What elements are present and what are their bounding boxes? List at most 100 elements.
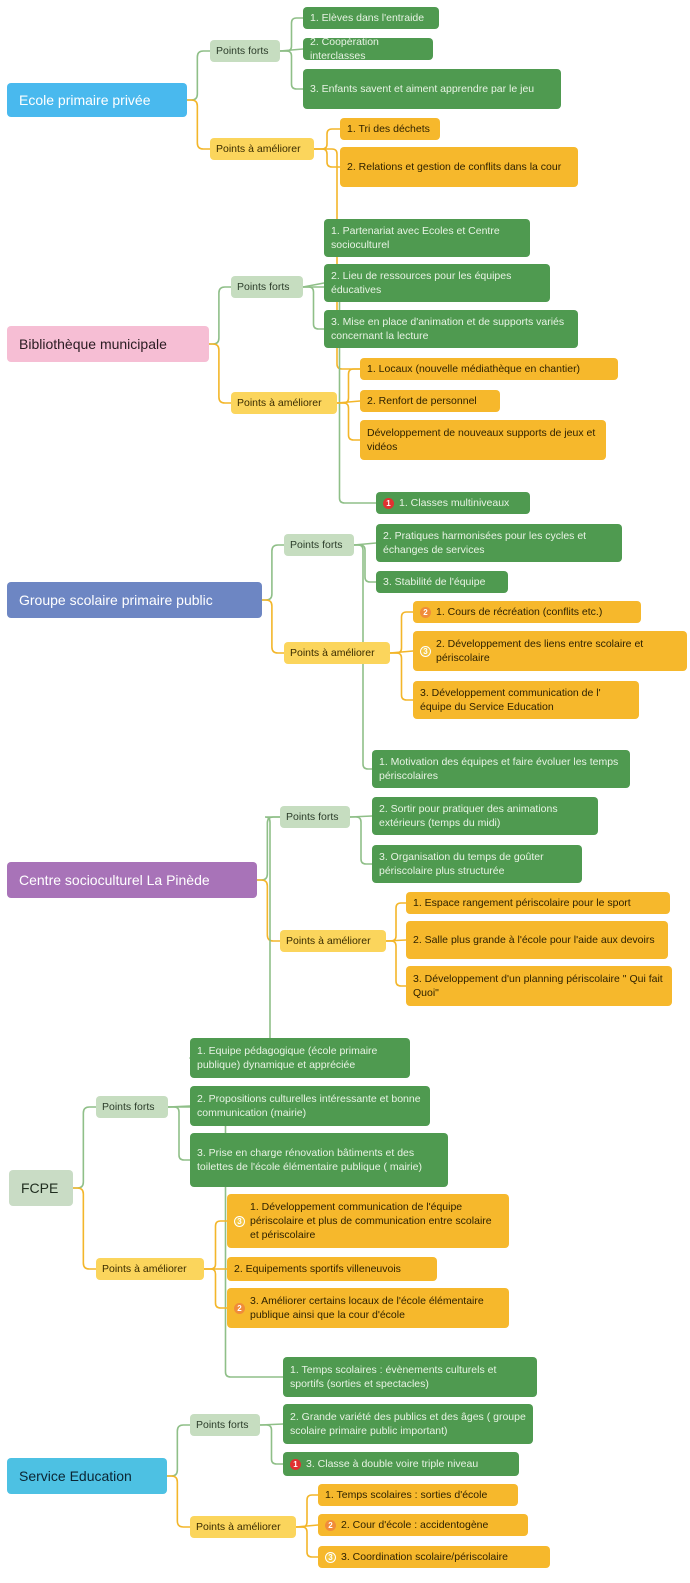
connector-line [203, 1268, 228, 1309]
connector-line [389, 652, 414, 701]
connector-line [208, 286, 232, 345]
connector-line [385, 902, 407, 942]
leaf-strength[interactable]: 1. Elèves dans l'entraide [303, 7, 439, 29]
connector-line [186, 99, 211, 150]
connector-line [166, 1424, 191, 1477]
leaf-improvement[interactable]: 2. Relations et gestion de conflits dans… [340, 147, 578, 187]
priority-badge-icon: 1 [290, 1458, 301, 1470]
leaf-strength[interactable]: 1 3. Classe à double voire triple niveau [283, 1452, 519, 1476]
leaf-strength[interactable]: 2. Grande variété des publics et des âge… [283, 1404, 533, 1444]
branch-points-forts[interactable]: Points forts [231, 276, 303, 298]
leaf-improvement[interactable]: 3 1. Développement communication de l'éq… [227, 1194, 509, 1248]
leaf-improvement[interactable]: 1. Temps scolaires : sorties d'école [318, 1484, 518, 1506]
leaf-strength[interactable]: 1. Temps scolaires : évènements culturel… [283, 1357, 537, 1397]
leaf-strength[interactable]: 1. Equipe pédagogique (école primaire pu… [190, 1038, 410, 1078]
branch-label: Points à améliorer [196, 1521, 281, 1533]
branch-points-forts[interactable]: Points forts [96, 1096, 168, 1118]
leaf-strength[interactable]: 1. Partenariat avec Ecoles et Centre soc… [324, 219, 530, 257]
leaf-strength[interactable]: 3. Enfants savent et aiment apprendre pa… [303, 69, 561, 109]
root-node-centre-socioculturel[interactable]: Centre socioculturel La Pinède [7, 862, 257, 898]
connector-line [302, 286, 325, 330]
root-label: Service Education [19, 1468, 132, 1484]
connector-line [167, 1106, 191, 1161]
leaf-strength[interactable]: 2. Lieu de ressources pour les équipes é… [324, 264, 550, 302]
leaf-strength[interactable]: 1. Motivation des équipes et faire évolu… [372, 750, 630, 788]
leaf-improvement[interactable]: 1. Locaux (nouvelle médiathèque en chant… [360, 358, 618, 380]
priority-badge-icon: 2 [325, 1519, 336, 1531]
connector-line [336, 368, 361, 404]
connector-line [72, 1187, 97, 1270]
connector-line [261, 599, 285, 654]
root-label: Groupe scolaire primaire public [19, 592, 213, 608]
leaf-improvement[interactable]: 2. Renfort de personnel [360, 390, 500, 412]
leaf-improvement[interactable]: 2. Salle plus grande à l'école pour l'ai… [406, 921, 668, 959]
branch-label: Points à améliorer [102, 1263, 187, 1275]
connector-line [208, 343, 232, 404]
connector-line [389, 611, 414, 654]
root-label: FCPE [21, 1180, 59, 1196]
leaf-improvement[interactable]: 2. Equipements sportifs villeneuvois [227, 1257, 437, 1281]
branch-points-forts[interactable]: Points forts [190, 1414, 260, 1436]
root-node-service-education[interactable]: Service Education [7, 1458, 167, 1494]
leaf-strength[interactable]: 3. Mise en place d'animation et de suppo… [324, 310, 578, 348]
leaf-strength[interactable]: 2. Coopération interclasses [303, 36, 433, 62]
connector-line [336, 402, 361, 441]
leaf-improvement[interactable]: 1. Tri des déchets [340, 118, 440, 140]
priority-badge-icon: 3 [325, 1551, 336, 1563]
connector-line [261, 544, 285, 601]
priority-badge-icon: 2 [234, 1302, 245, 1314]
connector-line [295, 1526, 319, 1558]
leaf-improvement[interactable]: 3 2. Développement des liens entre scola… [413, 631, 687, 671]
branch-points-forts[interactable]: Points forts [280, 806, 350, 828]
branch-label: Points forts [286, 811, 339, 823]
branch-points-a-ameliorer[interactable]: Points à améliorer [190, 1516, 296, 1538]
connector-line [353, 544, 377, 583]
leaf-improvement[interactable]: 2 2. Cour d'école : accidentogène [318, 1514, 528, 1536]
connector-line [385, 940, 407, 987]
root-label: Bibliothèque municipale [19, 336, 167, 352]
connector-line [313, 128, 341, 150]
leaf-improvement[interactable]: Développement de nouveaux supports de je… [360, 420, 606, 460]
branch-points-a-ameliorer[interactable]: Points à améliorer [96, 1258, 204, 1280]
branch-points-a-ameliorer[interactable]: Points à améliorer [231, 392, 337, 414]
leaf-strength[interactable]: 3. Organisation du temps de goûter péris… [372, 845, 582, 883]
root-node-bibliotheque-municipale[interactable]: Bibliothèque municipale [7, 326, 209, 362]
leaf-improvement[interactable]: 1. Espace rangement périscolaire pour le… [406, 892, 670, 914]
branch-label: Points à améliorer [286, 935, 371, 947]
branch-label: Points à améliorer [237, 397, 322, 409]
leaf-improvement[interactable]: 3. Développement d'un planning périscola… [406, 966, 672, 1006]
connector-line [259, 1424, 284, 1465]
leaf-improvement[interactable]: 3. Développement communication de l' équ… [413, 681, 639, 719]
branch-points-forts[interactable]: Points forts [284, 534, 354, 556]
branch-points-a-ameliorer[interactable]: Points à améliorer [210, 138, 314, 160]
root-label: Centre socioculturel La Pinède [19, 872, 210, 888]
root-node-ecole-primaire-privee[interactable]: Ecole primaire privée [7, 83, 187, 117]
priority-badge-icon: 3 [234, 1215, 245, 1227]
root-node-fcpe[interactable]: FCPE [9, 1170, 73, 1206]
root-node-groupe-scolaire-primaire-public[interactable]: Groupe scolaire primaire public [7, 582, 262, 618]
priority-badge-icon: 1 [383, 497, 394, 509]
leaf-strength[interactable]: 3. Prise en charge rénovation bâtiments … [190, 1133, 448, 1187]
leaf-strength[interactable]: 2. Pratiques harmonisées pour les cycles… [376, 524, 622, 562]
leaf-improvement[interactable]: 2 3. Améliorer certains locaux de l'écol… [227, 1288, 509, 1328]
connector-line [166, 1475, 191, 1528]
branch-points-a-ameliorer[interactable]: Points à améliorer [284, 642, 390, 664]
leaf-strength[interactable]: 1 1. Classes multiniveaux [376, 492, 530, 514]
leaf-strength[interactable]: 2. Propositions culturelles intéressante… [190, 1086, 430, 1126]
connector-line [256, 816, 281, 881]
connector-line [203, 1220, 228, 1270]
leaf-strength[interactable]: 2. Sortir pour pratiquer des animations … [372, 797, 598, 835]
branch-points-a-ameliorer[interactable]: Points à améliorer [280, 930, 386, 952]
leaf-strength[interactable]: 3. Stabilité de l'équipe [376, 571, 508, 593]
connector-line [279, 50, 304, 90]
leaf-improvement[interactable]: 2 1. Cours de récréation (conflits etc.) [413, 601, 641, 623]
branch-label: Points forts [290, 539, 343, 551]
branch-points-forts[interactable]: Points forts [210, 40, 280, 62]
branch-label: Points forts [237, 281, 290, 293]
connector-line [295, 1494, 319, 1528]
leaf-improvement[interactable]: 3 3. Coordination scolaire/périscolaire [318, 1546, 550, 1568]
connector-line [186, 50, 211, 101]
branch-label: Points à améliorer [290, 647, 375, 659]
connector-line [349, 816, 373, 865]
priority-badge-icon: 2 [420, 606, 431, 618]
